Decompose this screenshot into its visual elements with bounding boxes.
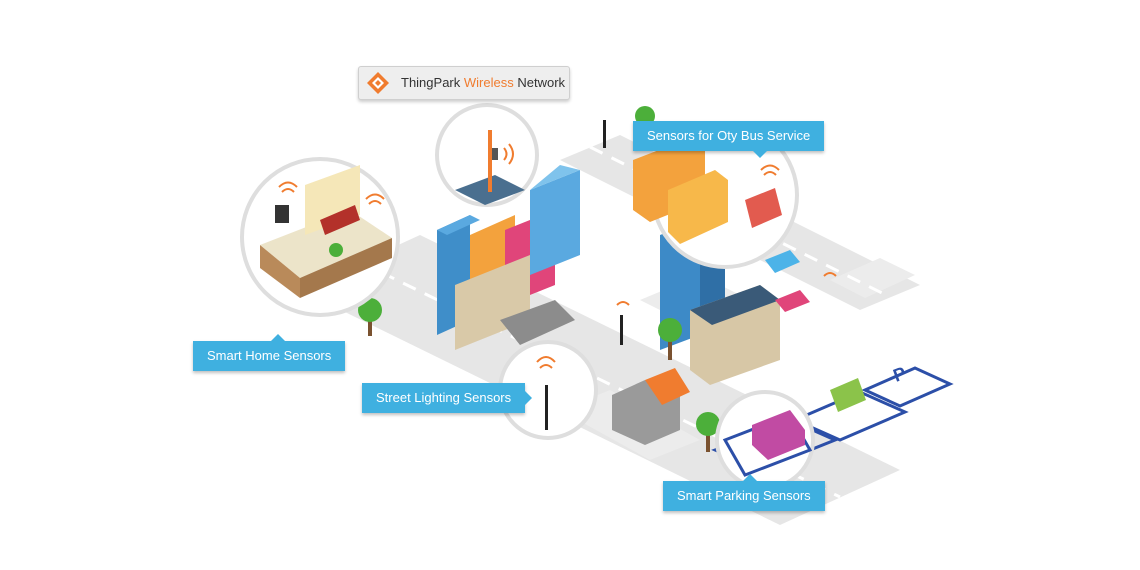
- road-grid: [300, 135, 920, 525]
- smart-home-sensors-label: Smart Home Sensors: [207, 348, 332, 363]
- network-badge-label: ThingPark Wireless Network: [401, 67, 565, 99]
- wifi-icons: [278, 164, 837, 306]
- badge-accent-word: Wireless: [463, 75, 514, 90]
- vehicles: [765, 250, 866, 412]
- street-lighting-sensors-label: Street Lighting Sensors: [376, 390, 512, 405]
- thingpark-network-badge: ThingPark Wireless Network: [358, 66, 570, 100]
- row-houses: [690, 285, 780, 385]
- thingpark-logo-icon: [367, 72, 389, 94]
- parking-sign: P: [891, 363, 909, 386]
- smart-parking-sensors-callout: Smart Parking Sensors: [663, 474, 825, 511]
- building-cluster-center: [437, 165, 580, 350]
- street-lighting-sensors-callout: Street Lighting Sensors: [362, 383, 533, 413]
- garage-building: [612, 368, 690, 445]
- city-bus-sensors-label: Sensors for Oty Bus Service: [647, 128, 811, 143]
- side-road: [830, 258, 915, 298]
- smart-parking-sensors-label: Smart Parking Sensors: [677, 488, 811, 503]
- zoom-circle-network: [435, 103, 539, 207]
- badge-brand: ThingPark: [401, 75, 461, 90]
- city-bus-sensors-callout: Sensors for Oty Bus Service: [633, 121, 825, 158]
- zoom-circle-bus: [633, 121, 799, 269]
- badge-suffix: Network: [517, 75, 566, 90]
- zoom-circle-parking: [715, 390, 815, 490]
- zoom-circle-home: [240, 157, 400, 317]
- smart-home-sensors-callout: Smart Home Sensors: [193, 334, 346, 371]
